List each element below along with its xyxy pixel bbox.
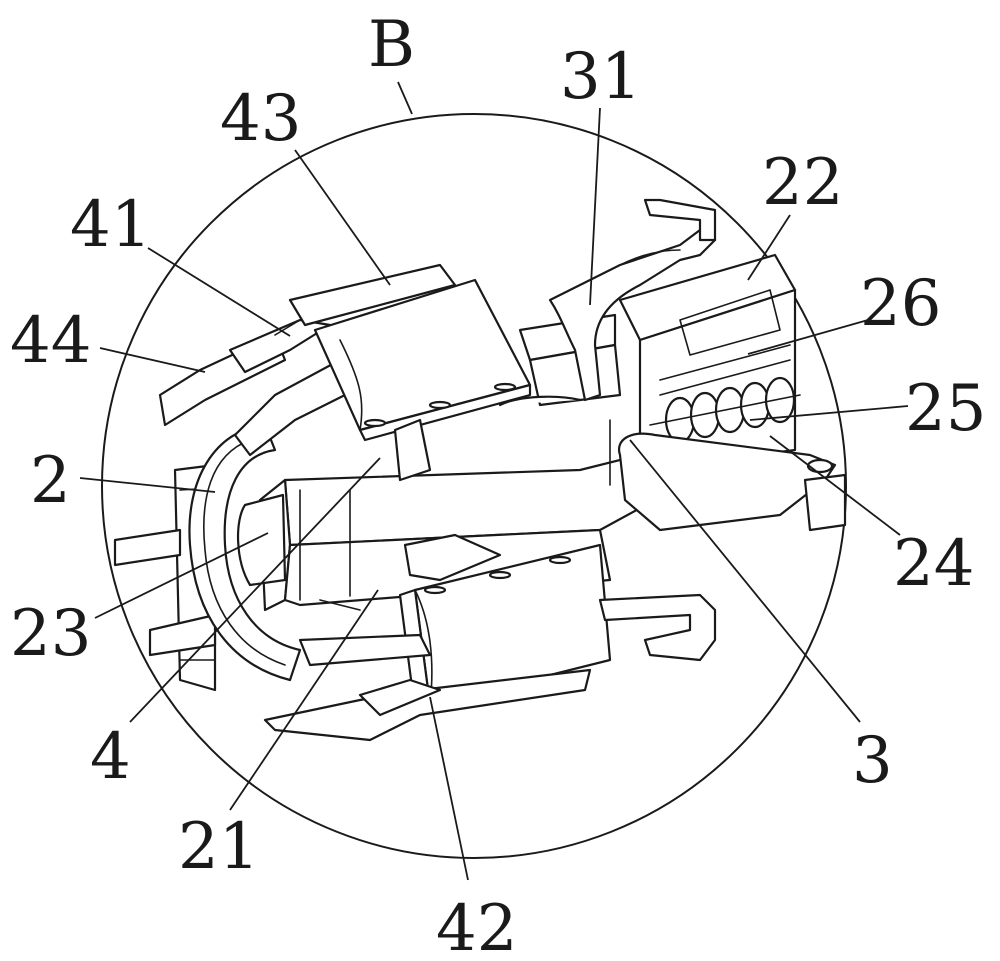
lower-clamp-pad — [398, 533, 612, 712]
label-4: 4 — [90, 720, 131, 794]
label-24: 24 — [893, 527, 974, 601]
label-44: 44 — [10, 304, 91, 378]
leader-lines — [79, 81, 909, 881]
leader-26 — [747, 319, 869, 355]
leader-43 — [294, 149, 391, 286]
label-31: 31 — [560, 40, 641, 114]
leader-22 — [747, 214, 791, 281]
mechanism-drawing — [113, 198, 847, 742]
label-41: 41 — [70, 188, 151, 262]
leader-44 — [99, 347, 206, 373]
label-26: 26 — [860, 267, 941, 341]
leader-31 — [589, 107, 601, 306]
lower-lever — [609, 419, 847, 532]
fork — [548, 198, 717, 402]
upper-gripper — [158, 263, 457, 457]
callout-labels: B 43 31 22 41 26 44 25 2 24 23 4 3 21 42 — [10, 8, 986, 961]
leader-41 — [147, 247, 291, 337]
leader-4 — [129, 457, 381, 723]
leader-b — [397, 81, 413, 115]
end-plate — [237, 493, 287, 587]
leader-25 — [749, 405, 909, 421]
leader-23 — [94, 532, 269, 619]
leader-24 — [769, 435, 901, 536]
label-25: 25 — [905, 372, 986, 446]
lower-hook — [598, 593, 717, 662]
label-21: 21 — [178, 810, 259, 884]
label-b: B — [368, 8, 415, 82]
leader-3 — [629, 439, 861, 723]
label-2: 2 — [30, 444, 71, 518]
curved-connector — [188, 423, 302, 682]
label-42: 42 — [436, 892, 517, 961]
label-22: 22 — [762, 146, 843, 220]
label-43: 43 — [220, 82, 301, 156]
label-3: 3 — [852, 724, 893, 798]
leader-42 — [429, 696, 469, 881]
upper-clamp-pad — [313, 278, 532, 482]
leader-21 — [229, 589, 379, 811]
leader-2 — [79, 477, 216, 493]
label-23: 23 — [10, 597, 91, 671]
spring — [649, 376, 801, 444]
